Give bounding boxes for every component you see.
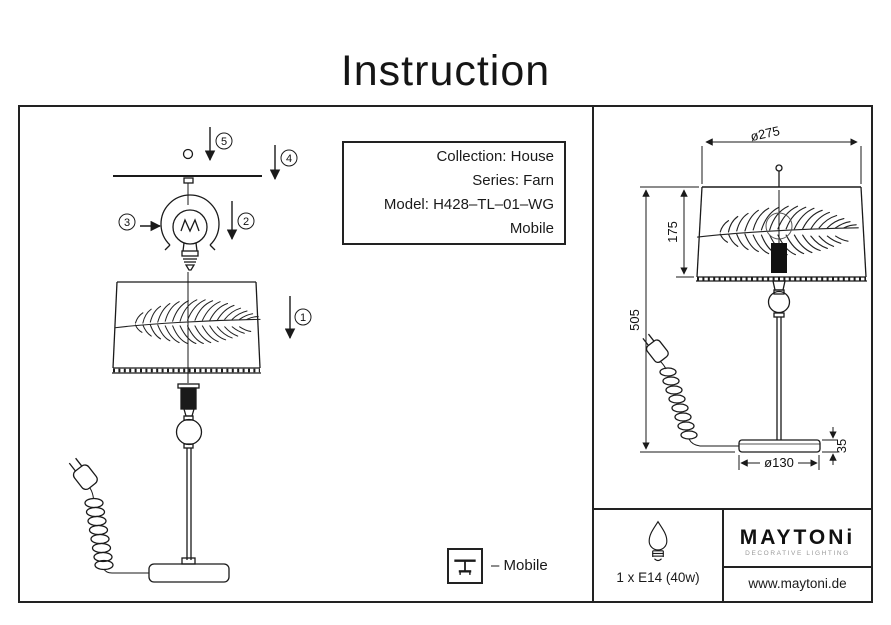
vertical-divider xyxy=(592,107,594,601)
plug-and-cord xyxy=(68,457,149,574)
filament xyxy=(180,218,200,233)
instruction-frame: 5 4 3 2 1 Collection: House Series: Farn… xyxy=(18,105,873,603)
assembly-step-arrows xyxy=(140,127,296,340)
cell-divider xyxy=(722,510,724,601)
page-title: Instruction xyxy=(340,46,551,95)
product-info-box: Collection: House Series: Farn Model: H4… xyxy=(342,141,566,245)
plug-and-cord xyxy=(642,333,739,447)
lamp-base xyxy=(148,563,230,583)
bulb-assembly xyxy=(160,194,220,271)
dimensioned-view-diagram: ø275 175 505 ø130 35 xyxy=(627,125,867,470)
brand-logo: MAYTONi xyxy=(739,526,856,549)
step-5: 5 xyxy=(221,136,227,148)
step-1: 1 xyxy=(300,312,306,324)
finial-parts xyxy=(113,148,262,184)
collection-line: Collection: House xyxy=(436,148,554,165)
bulb-spec-text: 1 x E14 (40w) xyxy=(616,570,700,585)
feather-decor xyxy=(114,299,261,345)
step-markers: 5 4 3 2 1 xyxy=(118,132,312,326)
series-line: Series: Farn xyxy=(472,172,554,189)
step-2: 2 xyxy=(243,216,249,228)
brand-cell: MAYTONi DECORATIVE LIGHTING www.maytoni.… xyxy=(724,510,871,601)
lampshade-exploded xyxy=(112,281,261,374)
brand-website: www.maytoni.de xyxy=(748,576,847,591)
brand-divider xyxy=(724,566,871,568)
model-line: Model: H428–TL–01–WG xyxy=(383,196,554,213)
bulb-spec-cell: 1 x E14 (40w) xyxy=(594,510,722,601)
dim-base-height: 35 xyxy=(834,439,849,453)
dimension-lines xyxy=(640,138,862,470)
type-line: Mobile xyxy=(509,220,554,237)
assembled-lamp xyxy=(696,164,867,453)
dim-shade-height: 175 xyxy=(665,221,680,243)
dim-base-diameter: ø130 xyxy=(764,455,794,470)
mobile-label: – Mobile xyxy=(491,557,548,574)
dim-total-height: 505 xyxy=(627,309,642,331)
step-3: 3 xyxy=(124,217,130,229)
bulb-icon xyxy=(648,520,668,562)
mobile-icon xyxy=(454,559,476,575)
exploded-view-diagram: 5 4 3 2 1 xyxy=(68,127,312,583)
dimension-labels: ø275 175 505 ø130 35 xyxy=(627,125,849,470)
horizontal-divider xyxy=(594,508,871,510)
step-4: 4 xyxy=(286,153,292,165)
stem-and-ball xyxy=(175,415,203,565)
dim-shade-diameter: ø275 xyxy=(749,125,781,144)
socket-part xyxy=(177,383,200,417)
brand-tagline: DECORATIVE LIGHTING xyxy=(745,550,850,557)
mobile-symbol-box xyxy=(447,548,483,584)
